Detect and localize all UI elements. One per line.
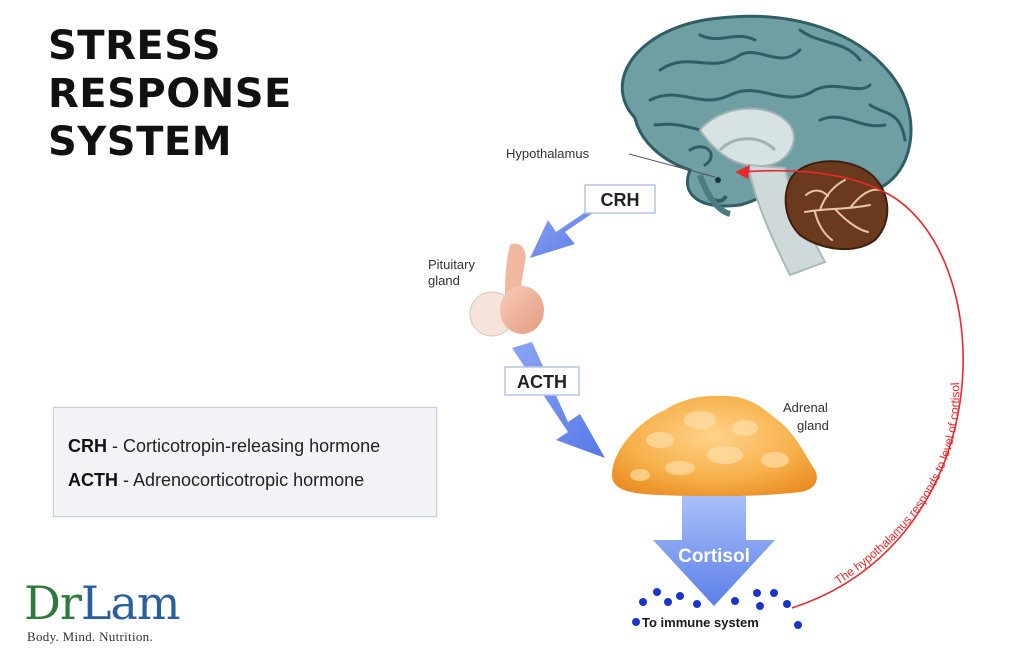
drlam-logo: DrLam Body. Mind. Nutrition. [24,578,214,658]
legend-desc: - Adrenocorticotropic hormone [118,470,365,490]
crh-box-label: CRH [601,190,640,210]
logo-tagline: Body. Mind. Nutrition. [27,629,154,644]
adrenal-label-line2: gland [797,418,829,433]
crh-box [584,184,656,214]
adrenal-label-line1: Adrenal [783,400,828,415]
immune-system-label: To immune system [642,615,759,630]
legend-abbr: CRH [68,436,107,456]
brain-illustration [620,14,913,277]
pituitary-label-line2: gland [428,273,460,288]
cerebellum-illustration [784,160,889,251]
cortisol-arrow [653,496,775,606]
title-line-1: STRESS [48,23,222,69]
title-line-3: SYSTEM [48,119,232,165]
feedback-arrowhead [735,165,750,179]
legend-abbr: ACTH [68,470,118,490]
cortisol-label: Cortisol [678,546,750,567]
page-title: STRESS RESPONSE SYSTEM [48,22,292,166]
adrenal-gland-illustration [612,395,817,497]
hypothalamus-label: Hypothalamus [506,146,590,161]
legend-box: CRH - Corticotropin-releasing hormone AC… [53,407,437,517]
acth-box-label: ACTH [517,372,567,392]
logo-lam: Lam [80,576,181,630]
legend-item-acth: ACTH - Adrenocorticotropic hormone [68,470,364,491]
logo-wordmark: DrLam [24,576,181,630]
acth-box [504,366,580,396]
pituitary-label-line1: Pituitary [428,257,475,272]
acth-arrow [512,342,605,458]
legend-desc: - Corticotropin-releasing hormone [107,436,381,456]
title-line-2: RESPONSE [48,71,292,117]
logo-dr: Dr [24,576,82,630]
pituitary-gland-illustration [469,243,544,337]
feedback-label: The hypothalamus responds to level of co… [832,382,962,587]
feedback-arrow [739,169,964,609]
legend-item-crh: CRH - Corticotropin-releasing hormone [68,436,380,457]
crh-arrow [530,200,612,258]
cortisol-molecules [632,588,802,629]
